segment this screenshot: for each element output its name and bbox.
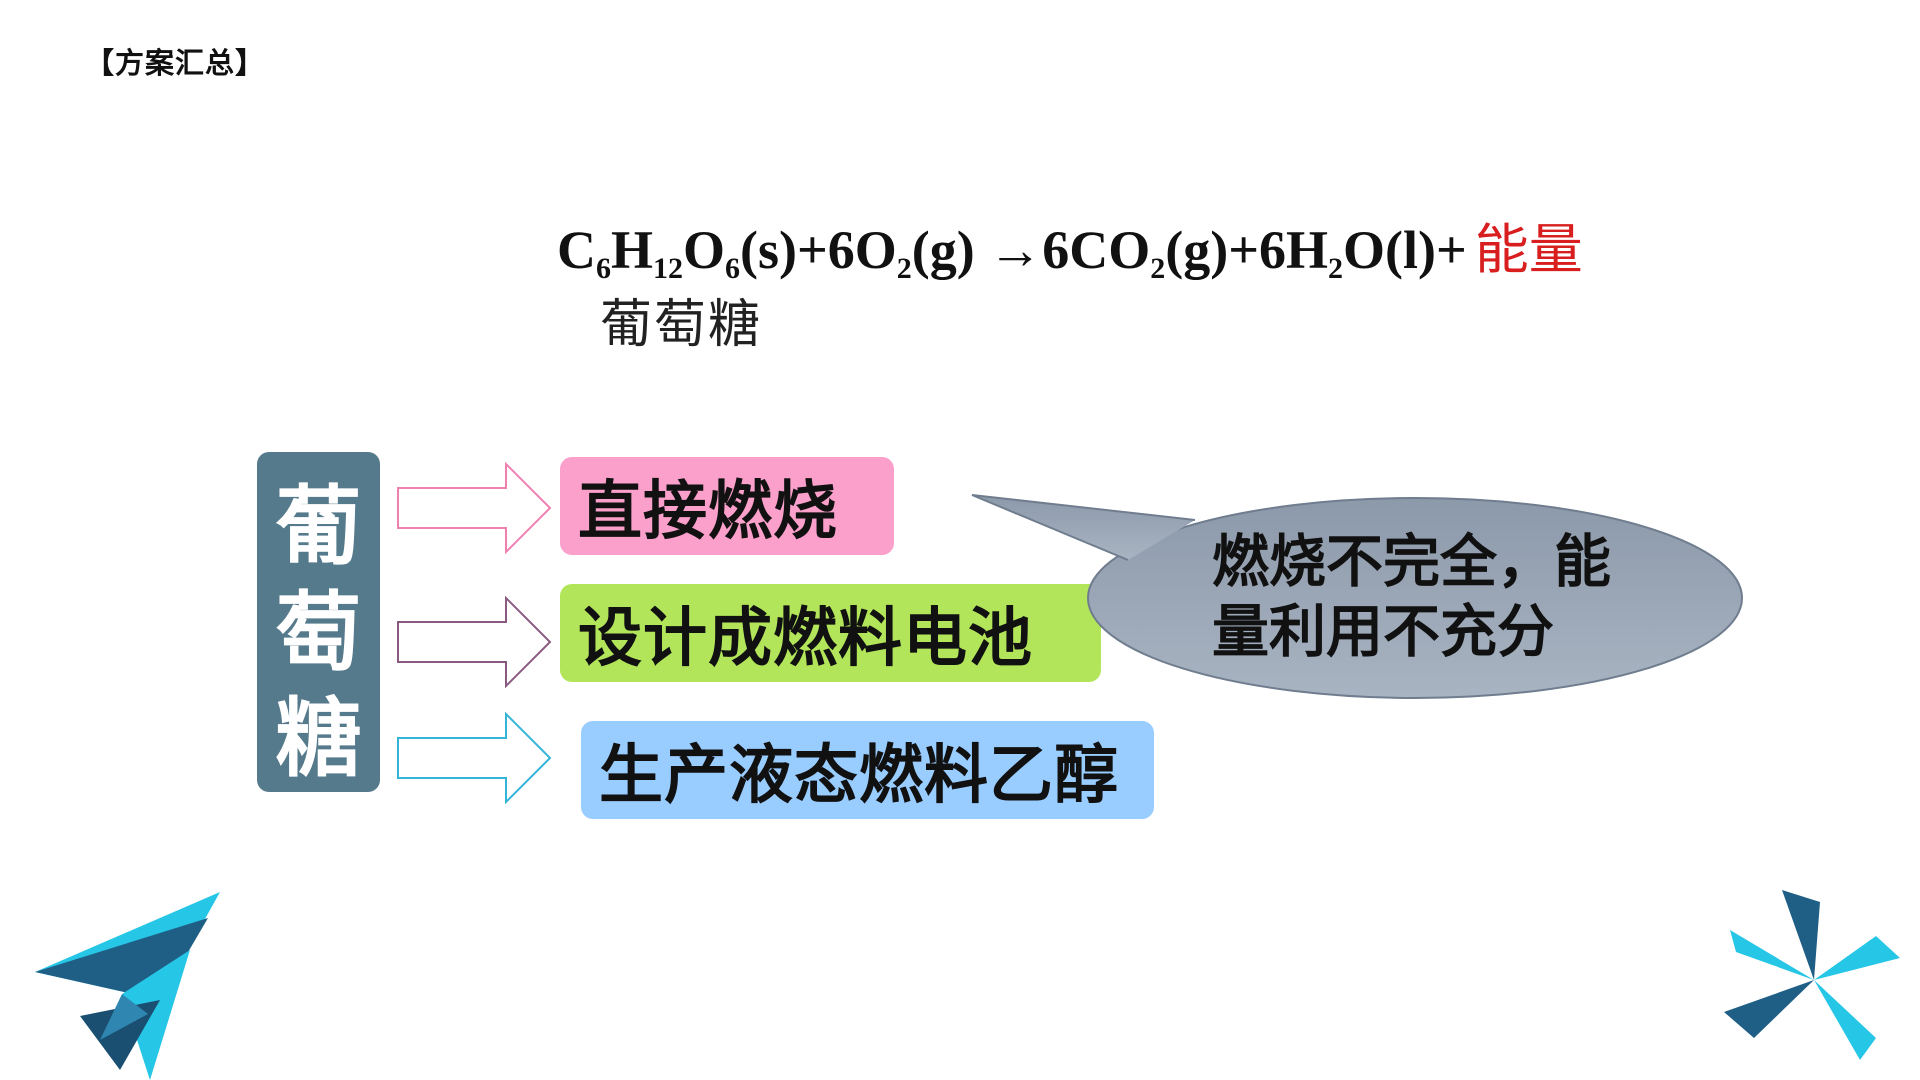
arrow-right-icon — [397, 595, 552, 689]
starburst-icon — [1724, 890, 1900, 1060]
page-title: 【方案汇总】 — [85, 46, 266, 80]
arrow-right-icon — [397, 461, 552, 555]
method-fuel-cell: 设计成燃料电池 — [560, 584, 1101, 682]
source-char: 葡 — [275, 477, 362, 577]
callout-text: 燃烧不完全，能量利用不充分 — [1212, 529, 1611, 665]
paper-plane-icon — [35, 892, 220, 1080]
arrow-right-icon — [397, 711, 552, 805]
energy-label: 能量 — [1474, 218, 1583, 281]
speech-bubble — [971, 494, 1743, 699]
chemical-equation: C6H12O6(s)+6O2(g) →6CO2(g)+6H2O(l)+能量 — [557, 218, 1583, 285]
source-char: 萄 — [275, 583, 362, 683]
method-ethanol-fuel: 生产液态燃料乙醇 — [581, 721, 1154, 819]
method-direct-combustion: 直接燃烧 — [560, 457, 894, 555]
glucose-source-box: 葡 萄 糖 — [257, 452, 380, 792]
glucose-label: 葡萄糖 — [600, 295, 763, 355]
source-char: 糖 — [275, 689, 362, 789]
